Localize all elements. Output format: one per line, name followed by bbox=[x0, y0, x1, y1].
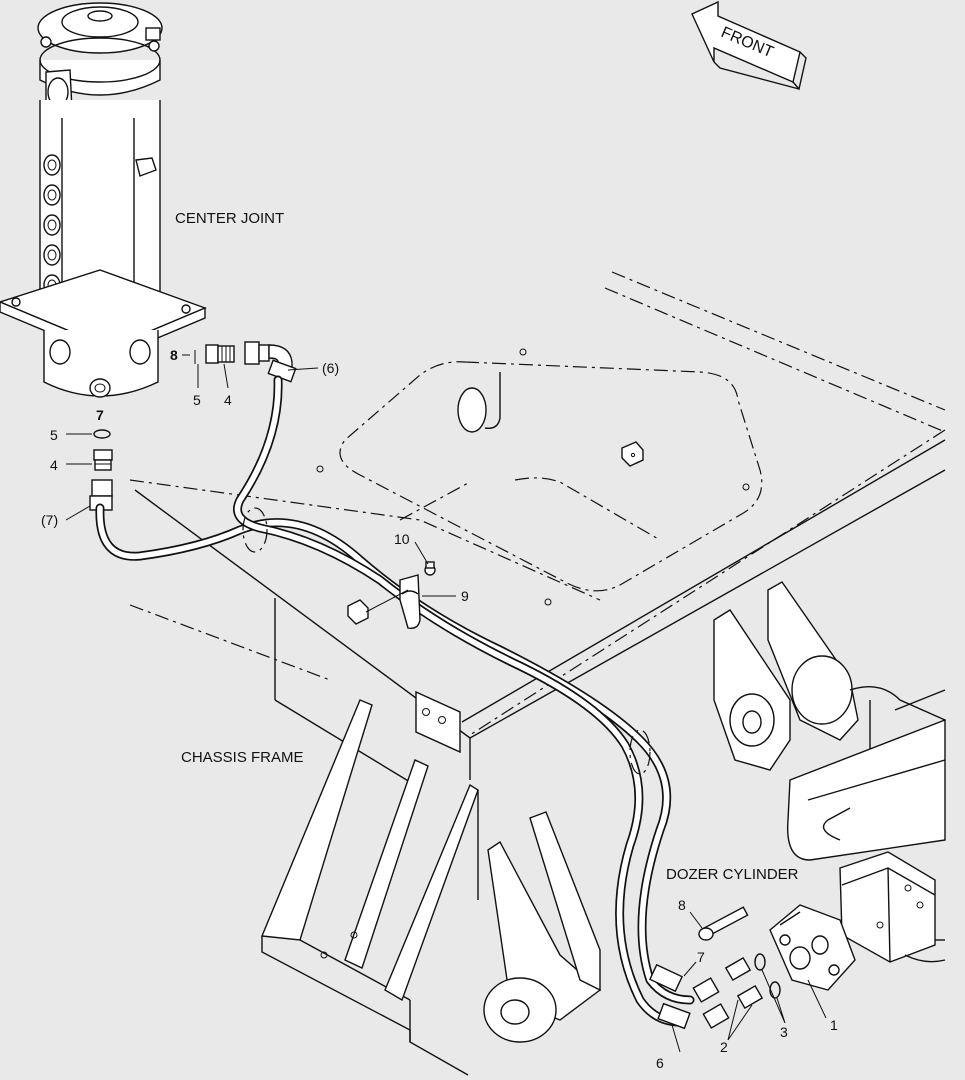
callout-dozer-7: 7 bbox=[697, 949, 705, 965]
callout-top-4: 4 bbox=[224, 392, 232, 408]
callout-left-7p: (7) bbox=[41, 512, 58, 528]
left-fitting-group bbox=[89, 429, 113, 511]
callout-top-8: 8 bbox=[170, 347, 178, 363]
chassis-frame-label: CHASSIS FRAME bbox=[181, 749, 304, 766]
hydraulic-hoses bbox=[95, 375, 695, 1027]
callout-dozer-2: 2 bbox=[720, 1039, 728, 1055]
top-fitting-group bbox=[194, 341, 297, 383]
callout-left-7: 7 bbox=[96, 407, 104, 423]
center-joint-drawing bbox=[0, 2, 207, 398]
callout-clamp-9: 9 bbox=[461, 588, 469, 604]
callout-top-6: (6) bbox=[322, 360, 339, 376]
dozer-fitting-group bbox=[649, 904, 856, 1030]
callout-clamp-10: 10 bbox=[394, 531, 410, 547]
hose-clamp-drawing bbox=[347, 561, 436, 630]
callout-left-5: 5 bbox=[50, 427, 58, 443]
front-direction-arrow: FRONT bbox=[691, 0, 807, 91]
chassis-frame-drawing bbox=[129, 271, 946, 1076]
callout-dozer-3: 3 bbox=[780, 1024, 788, 1040]
callout-dozer-8: 8 bbox=[678, 897, 686, 913]
callout-dozer-6: 6 bbox=[656, 1055, 664, 1071]
dozer-cylinder-label: DOZER CYLINDER bbox=[666, 866, 799, 883]
callout-left-4: 4 bbox=[50, 457, 58, 473]
callout-dozer-1: 1 bbox=[830, 1017, 838, 1033]
center-joint-label: CENTER JOINT bbox=[175, 210, 284, 227]
callout-top-5: 5 bbox=[193, 392, 201, 408]
leader-lines bbox=[65, 354, 827, 1053]
